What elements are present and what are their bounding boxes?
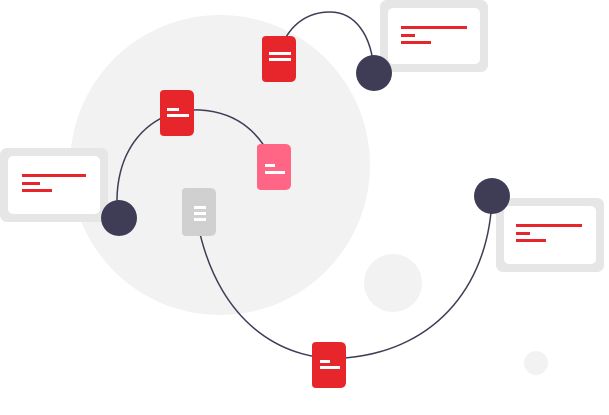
- node-dot-icon: [474, 178, 510, 214]
- message-line: [401, 41, 431, 44]
- card-body: [388, 8, 480, 64]
- message-line: [516, 239, 546, 242]
- card-body: [504, 206, 596, 264]
- message-line: [22, 182, 40, 185]
- message-line: [516, 224, 582, 227]
- message-card-top-right: [380, 0, 488, 72]
- node-dot-icon: [356, 55, 392, 91]
- document-icon: [182, 188, 216, 236]
- background-dot: [524, 351, 548, 375]
- document-icon: [257, 144, 291, 190]
- node-dot-icon: [101, 200, 137, 236]
- connector-line-top: [279, 11, 375, 73]
- document-icon: [312, 342, 346, 388]
- document-icon: [160, 90, 194, 136]
- message-card-left: [0, 148, 108, 222]
- message-line: [22, 189, 52, 192]
- message-line: [401, 34, 415, 37]
- message-line: [516, 232, 530, 235]
- message-line: [22, 174, 86, 177]
- document-icon: [262, 36, 296, 82]
- message-card-right: [496, 198, 604, 272]
- card-body: [8, 156, 100, 214]
- message-line: [401, 26, 467, 29]
- background-circle-large: [70, 15, 370, 315]
- background-circle-small: [364, 254, 422, 312]
